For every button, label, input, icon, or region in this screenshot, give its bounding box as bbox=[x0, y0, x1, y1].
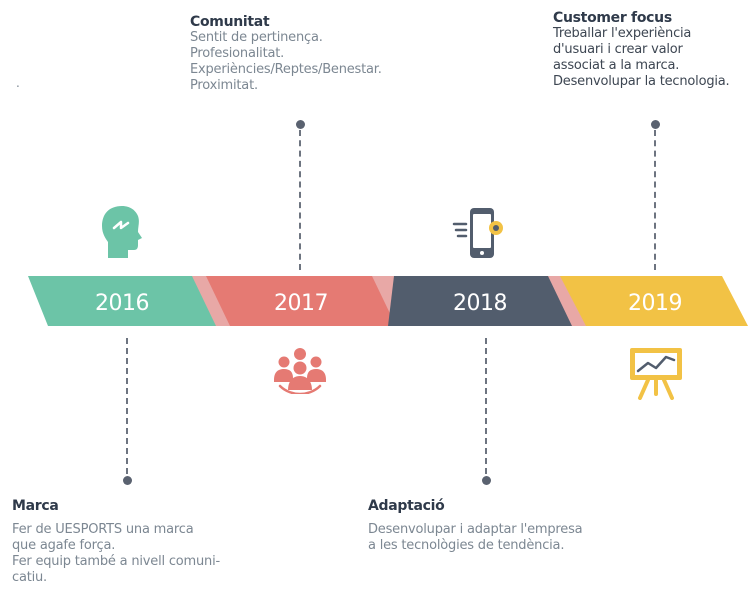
year-label: 2018 bbox=[453, 291, 507, 316]
note-adaptacio: Adaptació Desenvolupar i adaptar l'empre… bbox=[368, 498, 583, 554]
group-people-icon bbox=[274, 348, 326, 394]
year-label: 2017 bbox=[274, 291, 328, 316]
year-segment-2019: 2019 bbox=[560, 276, 748, 326]
connector-line-2017-top bbox=[299, 130, 301, 270]
note-line: Treballar l'experiència bbox=[553, 26, 692, 41]
year-label: 2016 bbox=[95, 291, 149, 316]
note-line: Desenvolupar la tecnologia. bbox=[553, 74, 730, 89]
note-line: a les tecnològies de tendència. bbox=[368, 538, 565, 553]
segment-shape bbox=[560, 276, 748, 326]
note-title: Customer focus bbox=[553, 10, 672, 26]
note-customer-focus: Customer focus Treballar l'experiència d… bbox=[553, 10, 730, 90]
note-marca: Marca Fer de UESPORTS una marca que agaf… bbox=[12, 498, 220, 586]
segment-shape bbox=[388, 276, 572, 326]
year-segment-2018: 2018 bbox=[388, 276, 572, 326]
note-title: Comunitat bbox=[190, 14, 270, 30]
note-line: associat a la marca. bbox=[553, 58, 680, 73]
note-title: Adaptació bbox=[368, 498, 445, 514]
smartphone-settings-icon bbox=[452, 208, 503, 258]
connector-dot-2018-bottom bbox=[482, 476, 491, 485]
segment-shape bbox=[206, 276, 396, 326]
note-line: d'usuari i crear valor bbox=[553, 42, 683, 57]
note-line: Profesionalitat. bbox=[190, 46, 285, 61]
year-label: 2019 bbox=[628, 291, 682, 316]
year-segment-2016: 2016 bbox=[28, 276, 216, 326]
year-segment-2017: 2017 bbox=[206, 276, 396, 326]
note-line: Fer de UESPORTS una marca bbox=[12, 522, 194, 537]
stray-mark: . bbox=[16, 76, 20, 90]
connector-dot-2019-top bbox=[651, 120, 660, 129]
note-line: catiu. bbox=[12, 570, 47, 585]
connector-line-2019-top bbox=[654, 130, 656, 270]
timeline-band: 2016 2017 2018 2019 bbox=[28, 276, 748, 326]
note-line: Proximitat. bbox=[190, 78, 258, 93]
connector-dot-2017-top bbox=[296, 120, 305, 129]
connector-dot-2016-bottom bbox=[123, 476, 132, 485]
connector-line-2018-bottom bbox=[485, 338, 487, 474]
brain-head-icon bbox=[102, 206, 142, 258]
note-line: Desenvolupar i adaptar l'empresa bbox=[368, 522, 583, 537]
note-line: Fer equip també a nivell comuni- bbox=[12, 554, 220, 569]
note-line: que agafe força. bbox=[12, 538, 116, 553]
note-line: Sentit de pertinença. bbox=[190, 30, 323, 45]
segment-shape bbox=[28, 276, 216, 326]
note-line: Experiències/Reptes/Benestar. bbox=[190, 62, 382, 77]
presentation-chart-icon bbox=[630, 348, 682, 400]
note-comunitat: Comunitat Sentit de pertinença. Profesio… bbox=[190, 14, 382, 94]
note-title: Marca bbox=[12, 498, 59, 514]
connector-line-2016-bottom bbox=[126, 338, 128, 474]
